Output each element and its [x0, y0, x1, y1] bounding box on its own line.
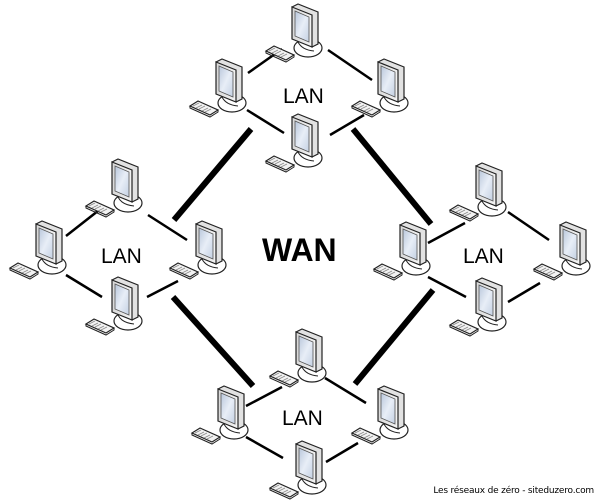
desktop-computer-icon — [189, 58, 247, 118]
wan-link-left-bottom — [170, 294, 256, 389]
wan-link-top-left — [171, 127, 254, 222]
desktop-computer-icon — [351, 385, 409, 445]
desktop-computer-icon — [269, 440, 327, 500]
desktop-computer-icon — [533, 221, 591, 281]
desktop-computer-icon — [191, 385, 249, 445]
desktop-computer-icon — [351, 58, 409, 118]
desktop-computer-icon — [9, 220, 67, 280]
lan-label-right: LAN — [463, 245, 504, 268]
lan-right: LAN — [373, 162, 591, 337]
wan-links — [170, 127, 436, 389]
wan-link-top-right — [350, 127, 434, 226]
desktop-computer-icon — [449, 277, 507, 337]
desktop-computer-icon — [265, 113, 323, 173]
desktop-computer-icon — [449, 162, 507, 222]
lan-bottom: LAN — [191, 328, 409, 500]
desktop-computer-icon — [373, 221, 431, 281]
wan-label: WAN — [262, 232, 337, 268]
lan-label-bottom: LAN — [282, 407, 323, 430]
lan-top: LAN — [189, 3, 409, 173]
desktop-computer-icon — [265, 3, 323, 63]
desktop-computer-icon — [85, 276, 143, 336]
lan-links — [65, 47, 550, 464]
desktop-computer-icon — [169, 220, 227, 280]
desktop-computer-icon — [85, 158, 143, 218]
credit-text: Les réseaux de zéro - siteduzero.com — [433, 486, 594, 496]
desktop-computer-icon — [269, 328, 327, 388]
wan-link-right-bottom — [352, 288, 436, 386]
lan-left: LAN — [9, 158, 227, 336]
lan-label-left: LAN — [101, 245, 142, 268]
lan-label-top: LAN — [283, 85, 324, 108]
